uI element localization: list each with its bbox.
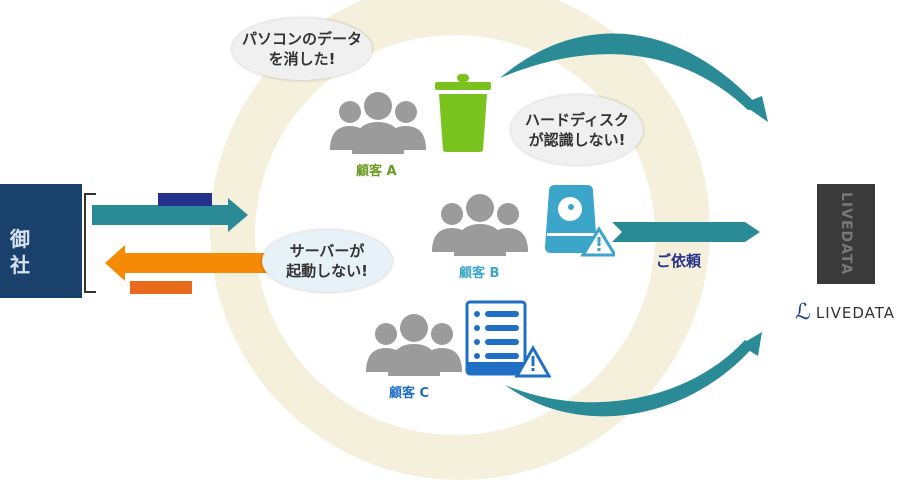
people-icon bbox=[330, 92, 426, 154]
people-icon bbox=[366, 314, 462, 376]
server-icon bbox=[465, 300, 551, 378]
company-box bbox=[0, 184, 82, 298]
livedata-logo: ℒ LIVEDATA bbox=[795, 300, 895, 325]
customer-c-label: 顧客 C bbox=[389, 386, 430, 401]
customer-b-label: 顧客 B bbox=[459, 266, 500, 281]
people-icon bbox=[432, 194, 528, 256]
company-bracket bbox=[84, 193, 96, 293]
bubble-customer-c: サーバーが起動しない! bbox=[262, 230, 392, 292]
report-label bbox=[130, 281, 192, 294]
customer-a-label: 顧客 A bbox=[356, 164, 397, 179]
request-label bbox=[158, 193, 212, 206]
trash-icon bbox=[435, 74, 491, 152]
request-to-livedata-label: ご依頼 bbox=[656, 252, 702, 270]
bubble-customer-b: ハードディスクが認識しない! bbox=[511, 95, 643, 165]
livedata-box bbox=[817, 184, 875, 284]
company-label: 御社 bbox=[10, 227, 30, 277]
livedata-logo-text: LIVEDATA bbox=[815, 303, 896, 322]
bubble-customer-a: パソコンのデータを消した! bbox=[232, 18, 372, 80]
livedata-logo-mark-icon: ℒ bbox=[795, 300, 812, 325]
hard-disk-icon bbox=[545, 185, 615, 257]
livedata-vertical-label: LIVEDATA bbox=[838, 192, 854, 276]
